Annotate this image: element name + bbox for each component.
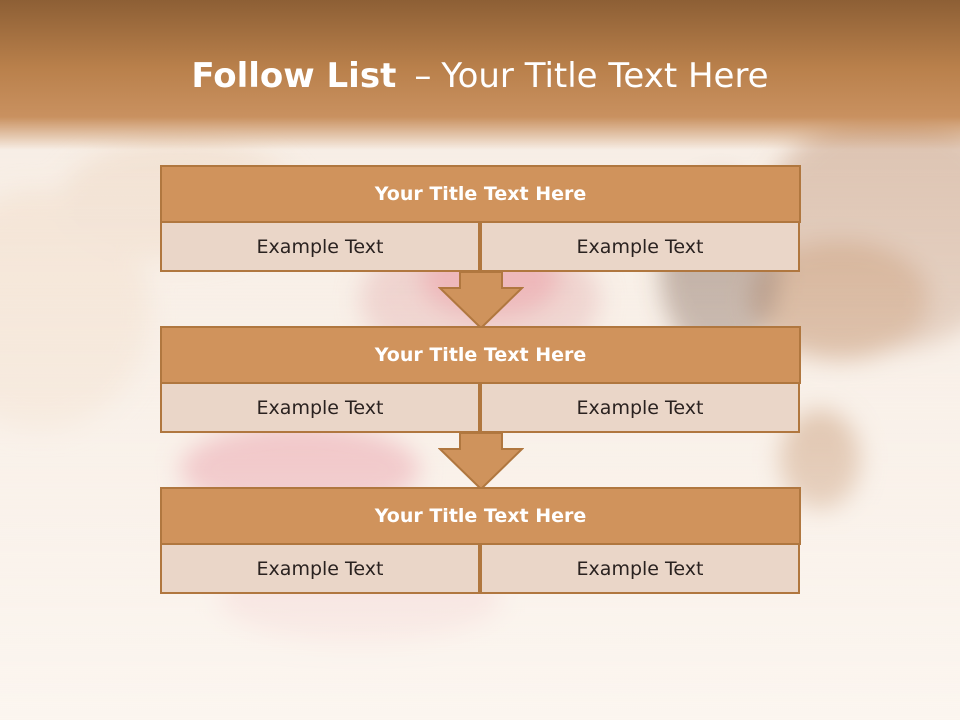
down-arrow-icon: [438, 271, 524, 329]
follow-block-3: Your Title Text Here Example Text Exampl…: [160, 487, 801, 594]
block-left-cell: Example Text: [160, 382, 480, 433]
follow-block-2: Your Title Text Here Example Text Exampl…: [160, 326, 801, 433]
block-left-cell: Example Text: [160, 221, 480, 272]
header-band: [0, 0, 960, 150]
title-rest: Your Title Text Here: [441, 56, 769, 96]
block-title: Your Title Text Here: [160, 165, 801, 223]
block-right-cell: Example Text: [480, 543, 800, 594]
block-right-cell: Example Text: [480, 382, 800, 433]
title-separator: –: [414, 56, 432, 96]
block-left-cell: Example Text: [160, 543, 480, 594]
follow-block-1: Your Title Text Here Example Text Exampl…: [160, 165, 801, 272]
page-title: Follow List–Your Title Text Here: [0, 52, 960, 100]
block-right-cell: Example Text: [480, 221, 800, 272]
block-title: Your Title Text Here: [160, 326, 801, 384]
block-title: Your Title Text Here: [160, 487, 801, 545]
down-arrow-icon: [438, 432, 524, 490]
title-strong: Follow List: [191, 56, 397, 96]
